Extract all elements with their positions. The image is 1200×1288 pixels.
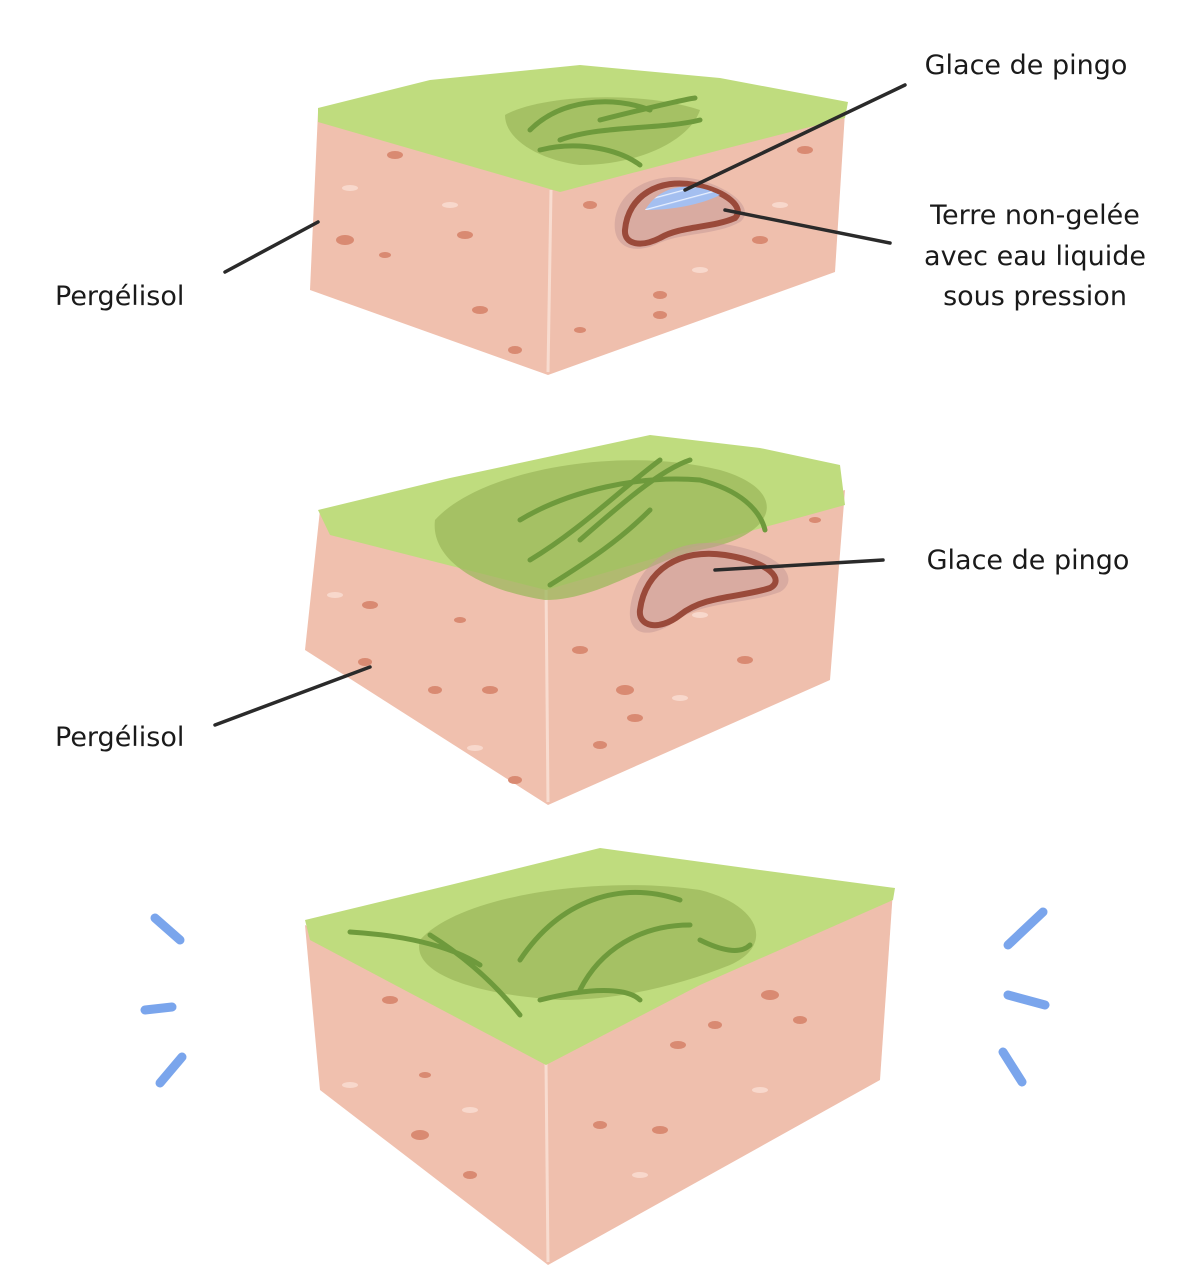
leader-permafrost-1 (223, 220, 320, 274)
label-permafrost-1: Pergélisol (55, 281, 184, 312)
pingo-ice-lens (645, 186, 720, 210)
block-3-pingo-collapsed (140, 848, 1050, 1265)
leader-ice-1 (683, 83, 907, 192)
vibration-marks-right (998, 907, 1050, 1087)
label-permafrost-2: Pergélisol (55, 722, 184, 753)
block-2-pingo-mature (305, 435, 845, 805)
vibration-marks-left (140, 913, 187, 1088)
soil-pebbles (342, 990, 807, 1179)
permafrost-left-face (310, 112, 552, 375)
label-pingo-ice-1: Glace de pingo (925, 50, 1128, 81)
label-unfrozen-line-1: Terre non-gelée (929, 200, 1140, 231)
leader-permafrost-2 (213, 665, 372, 727)
pingo-ice-lens (636, 550, 779, 629)
label-pingo-ice-2: Glace de pingo (927, 545, 1130, 576)
permafrost-left-face (305, 925, 548, 1265)
label-unfrozen-line-3: sous pression (943, 281, 1127, 312)
block-1-pingo-growing (310, 65, 848, 375)
label-unfrozen-line-2: avec eau liquide (924, 241, 1146, 272)
unfrozen-ground-pocket (622, 180, 741, 247)
leader-unfrozen-1 (723, 208, 892, 245)
soil-pebbles (336, 146, 813, 354)
permafrost-right-face (546, 890, 893, 1265)
soil-pebbles (327, 517, 821, 784)
permafrost-right-face (548, 112, 845, 375)
leader-ice-2 (713, 558, 885, 572)
